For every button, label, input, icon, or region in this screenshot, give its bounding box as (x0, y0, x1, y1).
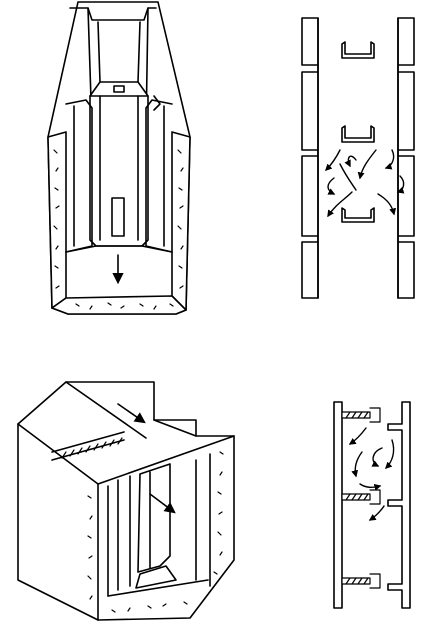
panel-2-plan (301, 17, 415, 299)
concrete-speckle-3 (87, 451, 224, 613)
flow-arrows (325, 149, 405, 218)
hatched-strip (61, 437, 123, 459)
baffles-4 (341, 407, 381, 589)
flow-arrow-in-mid (149, 493, 176, 514)
panel-3-cutaway (17, 381, 235, 621)
wall-left (47, 131, 67, 309)
center-column (89, 81, 149, 247)
panel-1-cutaway (47, 1, 191, 315)
baffle-3 (341, 207, 375, 223)
flow-arrow-in-top (117, 403, 146, 424)
concrete-speckle (53, 149, 184, 310)
baffle-2 (341, 125, 375, 143)
wall-right (171, 131, 191, 311)
flow-arrows-4 (348, 427, 395, 521)
bottom-slab (51, 295, 187, 315)
panel-4-plan (333, 401, 411, 609)
baffle-1 (341, 41, 375, 59)
center-column (137, 463, 171, 573)
